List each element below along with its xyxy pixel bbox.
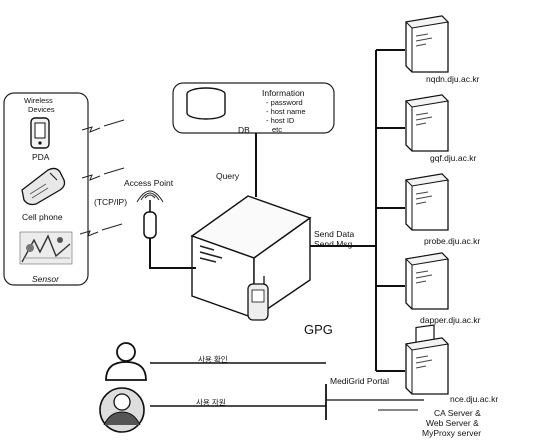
access-point-icon [137,191,163,238]
server-icon [402,336,450,401]
db-info-item: - host name [266,107,306,116]
user-confirm-label: 사용 확인 [198,355,228,364]
cell-phone-label: Cell phone [22,212,63,222]
ca-server-label: CA Server & [434,408,481,418]
user-icon [106,343,146,380]
server-label: probe.dju.ac.kr [424,236,480,246]
send-msg-label: Send Msg [314,239,352,249]
protocol-label: (TCP/IP) [94,197,127,207]
access-point-label: Access Point [124,178,173,188]
web-server-label: Web Server & [426,418,479,428]
server-icon [402,14,450,79]
wireless-devices-title-line2: Devices [28,105,55,114]
sensor-label: Sensor [32,274,59,284]
server-label: dapper.dju.ac.kr [420,315,480,325]
db-label: DB [238,125,250,135]
server-icon [402,251,450,316]
server-icon [402,172,450,237]
portal-label: MediGrid Portal [330,376,389,386]
pda-label: PDA [32,152,49,162]
user-resource-label: 사용 자원 [196,398,226,407]
server-label: nqdn.dju.ac.kr [426,74,479,84]
db-info-item: etc [272,125,282,134]
myproxy-server-label: MyProxy server [422,428,481,438]
server-icon [402,93,450,158]
server-label: nce.dju.ac.kr [450,394,498,404]
database-cylinder-icon [187,88,225,119]
db-info-title: Information [262,88,305,98]
server-label: gqf.dju.ac.kr [430,153,476,163]
wireless-signal-lines [80,120,124,236]
wireless-devices-title-line1: Wireless [24,96,53,105]
sensor-icon [20,232,72,264]
gpg-label: GPG [304,322,333,337]
db-info-item: - password [266,98,303,107]
query-label: Query [216,171,239,181]
pda-icon [31,118,49,148]
cell-phone-icon [22,168,65,204]
send-data-label: Send Data [314,229,354,239]
db-info-item: - host ID [266,116,294,125]
doctor-user-icon [100,388,144,432]
